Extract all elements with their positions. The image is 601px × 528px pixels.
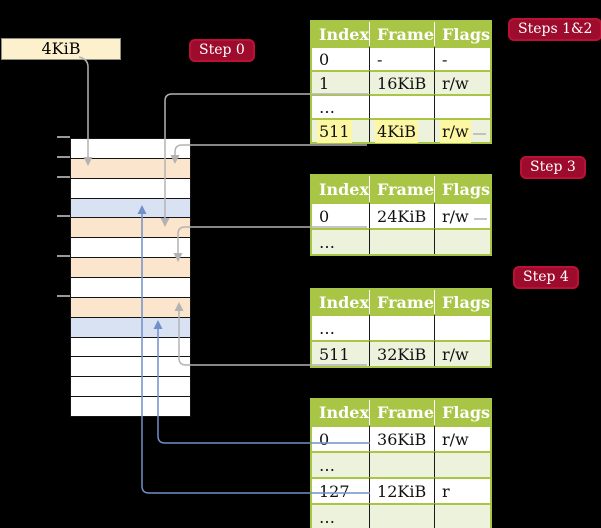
cell-index: …: [319, 232, 335, 252]
memory-row-peach: [71, 297, 190, 318]
cell-flags: r/w: [442, 344, 469, 364]
memory-row-white: [71, 278, 190, 298]
memory-row-white: [71, 139, 190, 159]
page-table-2: Index Frame Flags 0 24KiB r/w …: [310, 174, 493, 256]
memory-tick: [57, 215, 70, 217]
table-row-highlighted: 511 4KiB r/w: [312, 118, 491, 142]
memory-row-white: [71, 337, 190, 358]
cell-frame: 12KiB: [377, 481, 427, 501]
cell-index: 127: [319, 481, 350, 501]
memory-tick: [57, 255, 70, 257]
page-table-1: Index Frame Flags 0 - - 1 16KiB r/w … 51…: [310, 20, 493, 144]
cell-index: 0: [319, 206, 330, 226]
cell-frame: -: [377, 49, 383, 69]
memory-row-peach: [71, 258, 190, 279]
cell-flags: r/w: [442, 73, 469, 93]
page-table-3: Index Frame Flags … 511 32KiB r/w: [310, 288, 493, 368]
badge-step-3: Step 3: [520, 156, 586, 179]
table-row: 1 16KiB r/w: [312, 70, 491, 94]
table-header-row: Index Frame Flags: [312, 400, 491, 425]
col-flags: Flags: [434, 176, 491, 202]
cell-index: 0: [319, 429, 330, 449]
table-row: …: [312, 503, 491, 528]
cell-frame: 24KiB: [377, 206, 427, 226]
table-row: 0 36KiB r/w: [312, 425, 491, 451]
memory-row-white: [71, 238, 190, 259]
cell-frame: 32KiB: [377, 344, 427, 364]
cell-index: 511: [319, 121, 350, 141]
cell-frame: 4KiB: [377, 121, 417, 141]
physical-memory-column: [70, 138, 191, 417]
col-index: Index: [312, 22, 370, 46]
cell-frame: 16KiB: [377, 73, 427, 93]
table-row: …: [312, 451, 491, 477]
memory-row-blue: [71, 198, 190, 219]
table-row: …: [312, 314, 491, 340]
table-row: 127 12KiB r: [312, 477, 491, 503]
table-header-row: Index Frame Flags: [312, 290, 491, 314]
cell-index: …: [319, 455, 335, 475]
memory-row-white: [71, 397, 190, 417]
col-index: Index: [312, 176, 370, 202]
memory-row-white: [71, 377, 190, 398]
col-frame: Frame: [369, 290, 435, 314]
col-flags: Flags: [434, 22, 491, 46]
cell-flags: r/w: [442, 206, 469, 226]
cell-index: 0: [319, 49, 330, 69]
badge-steps-1-2: Steps 1&2: [508, 18, 601, 41]
cell-index: …: [319, 507, 335, 527]
table-row: …: [312, 94, 491, 118]
memory-tick: [57, 136, 70, 138]
table-header-row: Index Frame Flags: [312, 22, 491, 46]
memory-row-peach: [71, 158, 190, 179]
memory-row-peach: [71, 218, 190, 239]
table-row: 0 - -: [312, 46, 491, 70]
col-flags: Flags: [434, 400, 491, 425]
cell-index: …: [319, 97, 335, 117]
page-table-4: Index Frame Flags 0 36KiB r/w … 127 12Ki…: [310, 398, 493, 528]
arrow-table1-row511-to-frame-4kib: [174, 144, 367, 155]
frame-label: 4KiB: [1, 38, 121, 60]
cell-index: 511: [319, 344, 350, 364]
badge-step-4: Step 4: [513, 266, 579, 289]
cell-flags: -: [442, 49, 448, 69]
badge-step-0: Step 0: [189, 39, 255, 62]
col-index: Index: [312, 400, 370, 425]
col-frame: Frame: [369, 400, 435, 425]
memory-row-blue: [71, 317, 190, 338]
col-frame: Frame: [369, 176, 435, 202]
memory-tick: [57, 295, 70, 297]
table-row: 511 32KiB r/w: [312, 340, 491, 366]
cell-flags: r: [442, 481, 450, 501]
col-frame: Frame: [369, 22, 435, 46]
table-row: 0 24KiB r/w: [312, 202, 491, 228]
table-row: …: [312, 228, 491, 254]
memory-tick: [57, 176, 70, 178]
col-index: Index: [312, 290, 370, 314]
memory-row-white: [71, 178, 190, 199]
cell-flags: r/w: [442, 429, 469, 449]
memory-row-white: [71, 357, 190, 378]
cell-frame: 36KiB: [377, 429, 427, 449]
cell-index: 1: [319, 73, 330, 93]
col-flags: Flags: [434, 290, 491, 314]
table-header-row: Index Frame Flags: [312, 176, 491, 202]
cell-index: …: [319, 318, 335, 338]
cell-flags: r/w: [442, 121, 469, 141]
memory-tick: [57, 156, 70, 158]
